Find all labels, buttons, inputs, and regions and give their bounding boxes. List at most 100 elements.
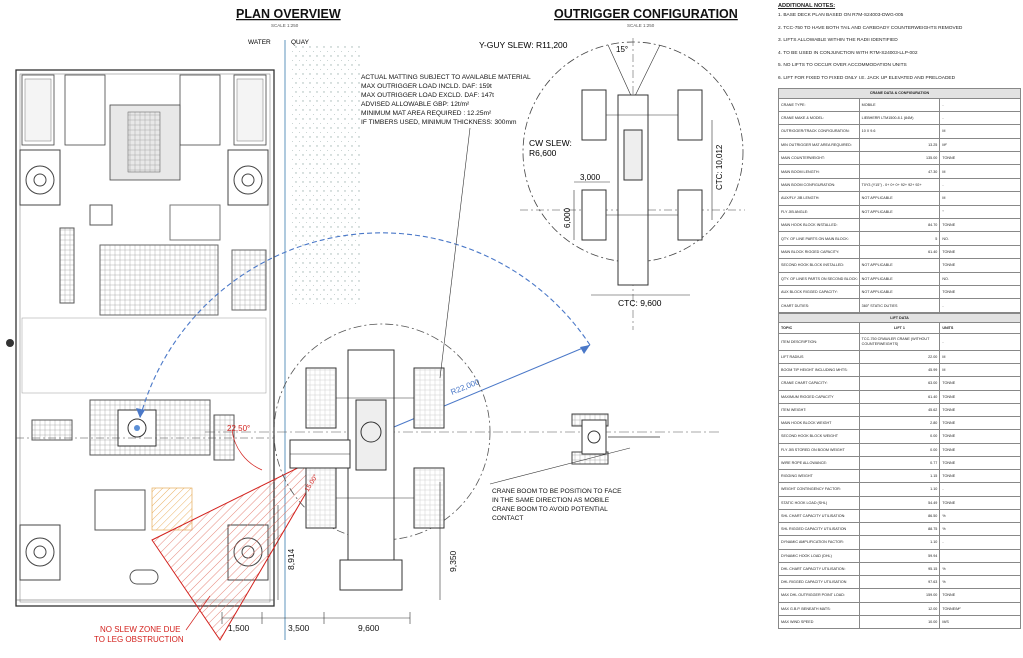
- row-topic: DHL CHART CAPACITY UTILISATION:: [778, 561, 860, 577]
- lift-header-units: UNITS: [939, 322, 1021, 335]
- row-unit: %: [939, 561, 1021, 577]
- table-row: QTY. OF LINES PARTS ON SECOND BLOCK:NOT …: [778, 271, 1021, 286]
- row-value: 0.77: [858, 455, 941, 471]
- table-row: QTY. OF LINE PARTS ON MAIN BLOCK:5No.: [778, 231, 1021, 246]
- row-value: 84.70: [858, 218, 941, 233]
- cw-slew-line: CW SLEW:: [529, 138, 572, 148]
- table-row: MAIN BOOM CONFIGURATION:T0Y3 (Y15") - 0+…: [778, 177, 1021, 193]
- row-value: NOT APPLICABLE: [858, 204, 941, 220]
- row-value: 88.75: [858, 521, 941, 537]
- note-item: 4. TO BE USED IN CONJUNCTION WITH R7M-S2…: [778, 50, 918, 56]
- no-slew-leader: [185, 595, 211, 631]
- radius-line: [381, 344, 591, 433]
- row-value: NOT APPLICABLE: [858, 258, 941, 273]
- row-topic: MAX DHL OUTRIGGER POINT LOAD:: [778, 588, 860, 603]
- boom-note: CRANE BOOM TO BE POSITION TO FACE IN THE…: [492, 488, 622, 522]
- row-value: 86.50: [858, 508, 941, 524]
- row-topic: SECOND HOOK BLOCK INSTALLED:: [778, 258, 860, 273]
- row-value: 95.15: [858, 561, 941, 577]
- row-value: LIEBHERR LTM1500-8.1 (84m): [858, 110, 941, 126]
- row-value: 159.00: [858, 588, 941, 603]
- table-row: AUX BLOCK RIGGED CAPACITY:NOT APPLICABLE…: [778, 284, 1021, 300]
- row-topic: MAIN COUNTERWEIGHT:: [778, 151, 860, 166]
- table-row: CRANE TYPE:MOBILE-: [778, 97, 1021, 112]
- table-row: CRANE MAKE & MODEL:LIEBHERR LTM1500-8.1 …: [778, 110, 1021, 126]
- row-value: 10 X 9.6: [858, 124, 941, 139]
- matting-line: MAX OUTRIGGER LOAD INCLD. DAF: 159t: [361, 83, 492, 90]
- row-topic: MAIN BOOM LENGTH:: [778, 164, 860, 179]
- ctc-horizontal: CTC: 9,600: [618, 298, 662, 308]
- radius-label: R22,000: [449, 377, 481, 397]
- row-unit: No.: [939, 231, 1021, 246]
- row-topic: BOOM TIP HEIGHT INCLUDING MHTS:: [778, 362, 860, 378]
- row-unit: -: [939, 110, 1021, 126]
- table-row: MAIN BOOM LENGTH:47.30m: [778, 164, 1021, 179]
- note-item: 1. BASE DECK PLAN BASED ON R7M-S24003-DW…: [778, 13, 904, 18]
- row-value: 22.00: [858, 349, 941, 365]
- row-unit: m: [939, 362, 1021, 378]
- notes-title: ADDITIONAL NOTES:: [778, 3, 836, 9]
- table-row: DYNAMIC HOOK LOAD (DHL)59.94: [778, 548, 1021, 563]
- row-unit: tonne: [939, 415, 1021, 431]
- row-unit: %: [939, 574, 1021, 590]
- row-value: T0Y3 (Y15") - 0+ 0+ 0+ 92+ 92+ 92+: [858, 177, 941, 193]
- mobile-crane-plan: [289, 349, 445, 591]
- table-row: ITEM WEIGHT:45.62tonne: [778, 402, 1021, 418]
- row-value: 1.10: [858, 482, 941, 497]
- row-topic: DYNAMIC HOOK LOAD (DHL): [778, 548, 860, 563]
- row-topic: FLY JIB ANGLE:: [778, 204, 860, 220]
- row-value: 59.94: [858, 548, 941, 563]
- row-value: 360° STATIC DUTIES: [858, 298, 941, 313]
- row-value: NOT APPLICABLE: [858, 271, 941, 286]
- row-topic: CRANE TYPE:: [778, 97, 860, 112]
- row-topic: SHL RIGGED CAPACITY UTILISATION: [778, 521, 860, 537]
- row-unit: tonne: [939, 495, 1021, 510]
- row-value: 12.00: [858, 601, 941, 616]
- row-value: 45.62: [858, 402, 941, 418]
- table-row: MAIN BLOCK RIGGED CAPACITY:61.40tonne: [778, 244, 1021, 260]
- table-row: CHART DUTIES:360° STATIC DUTIES-: [778, 298, 1021, 313]
- row-topic: MAIN BOOM CONFIGURATION:: [778, 177, 860, 193]
- row-topic: AUX/FLY JIB LENGTH:: [778, 191, 860, 206]
- matting-line: ACTUAL MATTING SUBJECT TO AVAILABLE MATE…: [361, 74, 531, 81]
- yguy-label: Y-GUY SLEW: R11,200: [479, 40, 568, 50]
- row-topic: STATIC HOOK LOAD (SHL): [778, 495, 860, 510]
- note-item: 3. LIFTS ALLOWABLE WITHIN THE RADII IDEN…: [778, 38, 898, 43]
- note-item: 6. LIFT FOR FIXED TO FIXED ONLY I.E. JAC…: [778, 75, 956, 81]
- row-topic: MAXIMUM RIGGED CAPACITY: [778, 389, 860, 404]
- row-unit: tonne: [939, 258, 1021, 273]
- row-unit: m/s: [939, 614, 1021, 630]
- row-topic: FLY JIB STORED ON BOOM WEIGHT: [778, 442, 860, 457]
- row-value: 135.00: [858, 151, 941, 166]
- table-row: SECOND HOOK BLOCK INSTALLED:NOT APPLICAB…: [778, 258, 1021, 273]
- no-slew-zone: [151, 450, 332, 641]
- row-topic: CRANE CHART CAPACITY:: [778, 376, 860, 391]
- boom-line: CRANE BOOM TO AVOID POTENTIAL: [492, 506, 608, 513]
- dim-8914: 8,914: [286, 548, 296, 570]
- row-topic: MAX WIND SPEED: [778, 614, 860, 630]
- row-unit: tonne: [939, 455, 1021, 471]
- row-unit: -: [939, 97, 1021, 112]
- row-topic: SHL CHART CAPACITY UTILISATION:: [778, 508, 860, 524]
- water-label: WATER: [248, 39, 271, 46]
- radius-arrow-head: [580, 345, 590, 354]
- cw-slew-line: R6,600: [529, 148, 557, 158]
- row-value: 47.30: [858, 164, 941, 179]
- notes-list: 1. BASE DECK PLAN BASED ON R7M-S24003-DW…: [776, 13, 1021, 82]
- row-unit: m: [939, 191, 1021, 206]
- quay-speckle: [290, 45, 360, 305]
- row-topic: AUX BLOCK RIGGED CAPACITY:: [778, 284, 860, 300]
- row-unit: -: [939, 333, 1021, 351]
- row-topic: WIRE ROPE ALLOWANCE:: [778, 455, 860, 471]
- table-row: MAIN HOOK BLOCK INSTALLED:84.70tonne: [778, 218, 1021, 233]
- row-unit: tonne: [939, 402, 1021, 418]
- crane-data-table: CRANE DATA & CONFIGURATION CRANE TYPE:MO…: [778, 88, 1021, 313]
- no-slew-line: TO LEG OBSTRUCTION: [94, 635, 184, 644]
- row-topic: MAIN BLOCK RIGGED CAPACITY:: [778, 244, 860, 260]
- row-value: 97.63: [858, 574, 941, 590]
- row-unit: m: [939, 349, 1021, 365]
